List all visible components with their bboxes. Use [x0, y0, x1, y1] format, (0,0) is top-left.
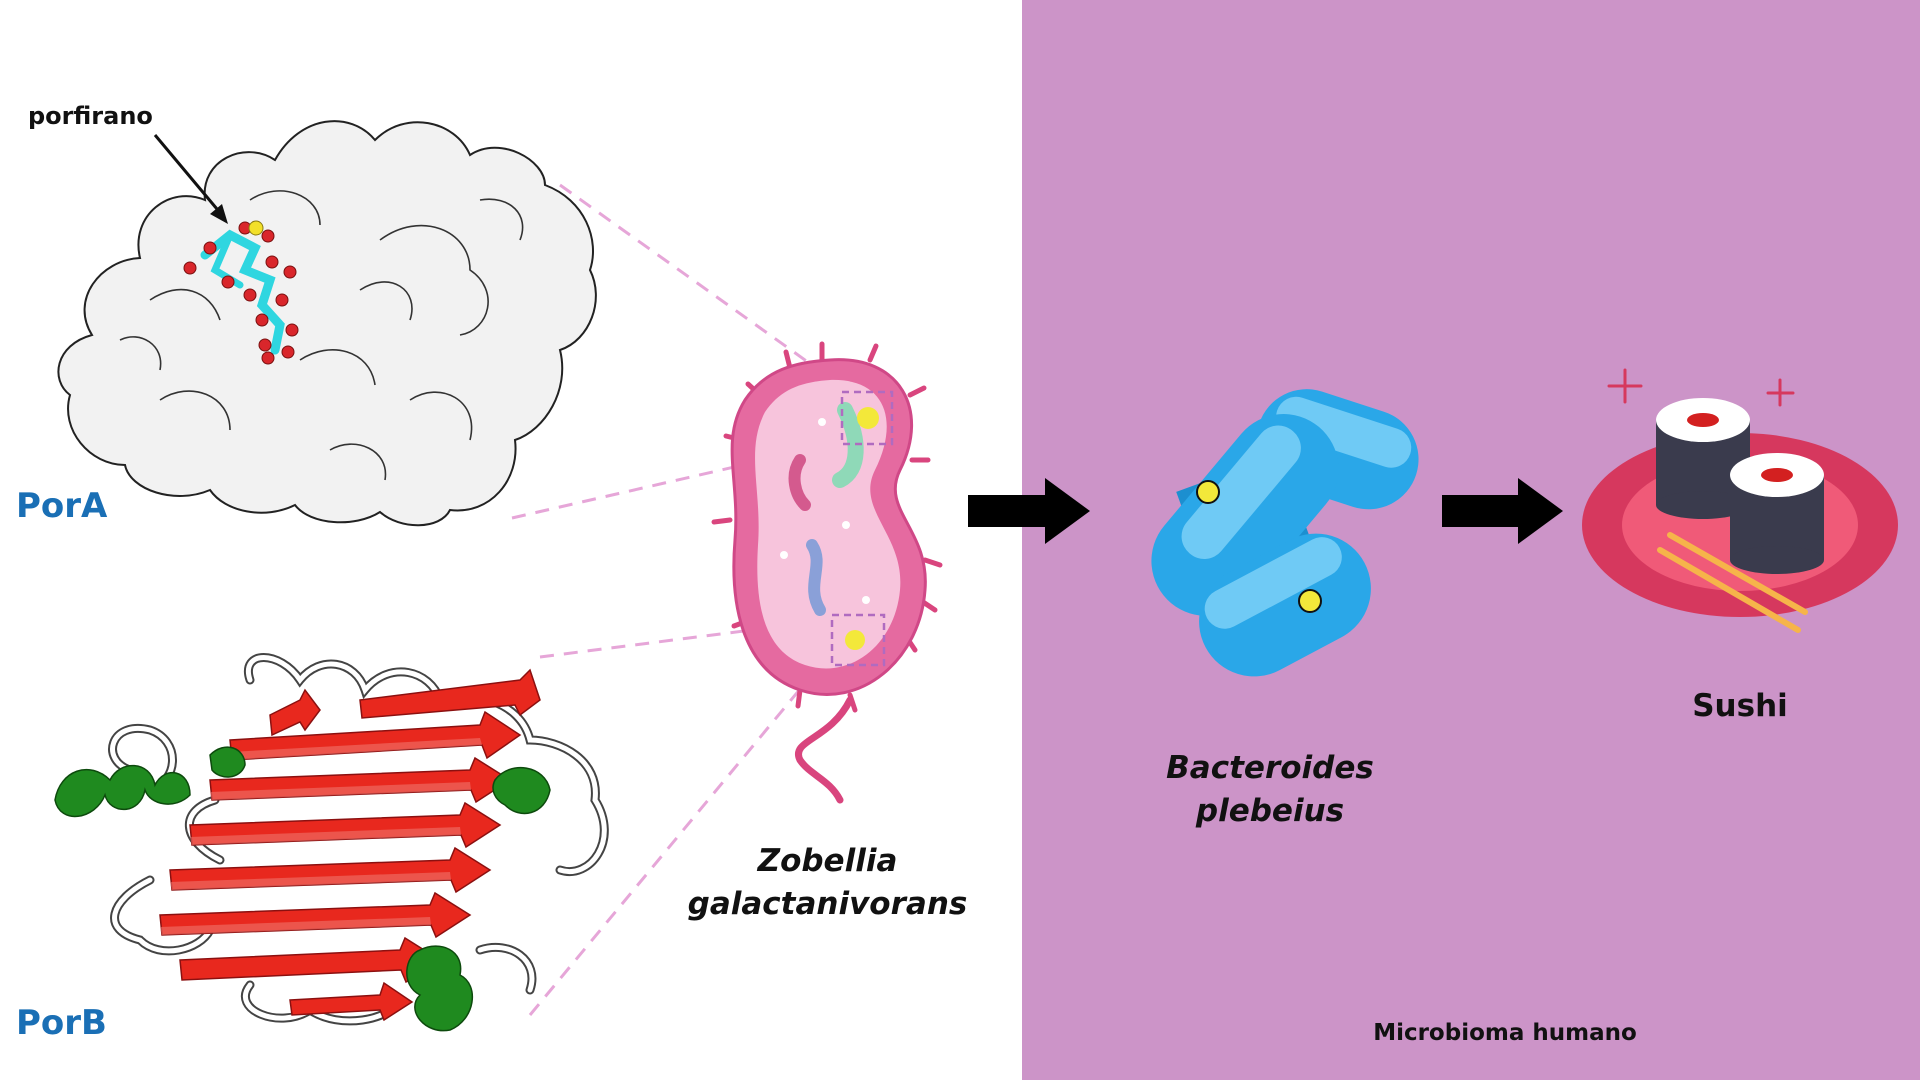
- zobellia-bacterium-icon: [711, 341, 943, 804]
- sushi-label: Sushi: [1692, 688, 1788, 724]
- bacteroides-label-line1: Bacteroides: [1166, 750, 1374, 786]
- right-arrow-icon: [968, 478, 1090, 544]
- porfirano-ligand: [183, 220, 299, 365]
- bacteroides-label-line2: plebeius: [1195, 793, 1345, 829]
- porb-label: PorB: [16, 1003, 107, 1043]
- porfirano-pointer: [153, 134, 224, 216]
- pora-label: PorA: [16, 486, 108, 526]
- zobellia-label-line2: galactanivorans: [687, 886, 968, 922]
- porb-protein-cartoon: [54, 653, 609, 1032]
- zobellia-label-line1: Zobellia: [757, 843, 898, 879]
- pora-protein-surface: [57, 120, 597, 527]
- porfirano-label: porfirano: [28, 102, 153, 130]
- bacteroides-bacteria-icon: [1151, 389, 1419, 677]
- microbioma-label: Microbioma humano: [1373, 1020, 1637, 1046]
- sushi-icon: [1582, 368, 1898, 633]
- right-arrow-icon: [1442, 478, 1563, 544]
